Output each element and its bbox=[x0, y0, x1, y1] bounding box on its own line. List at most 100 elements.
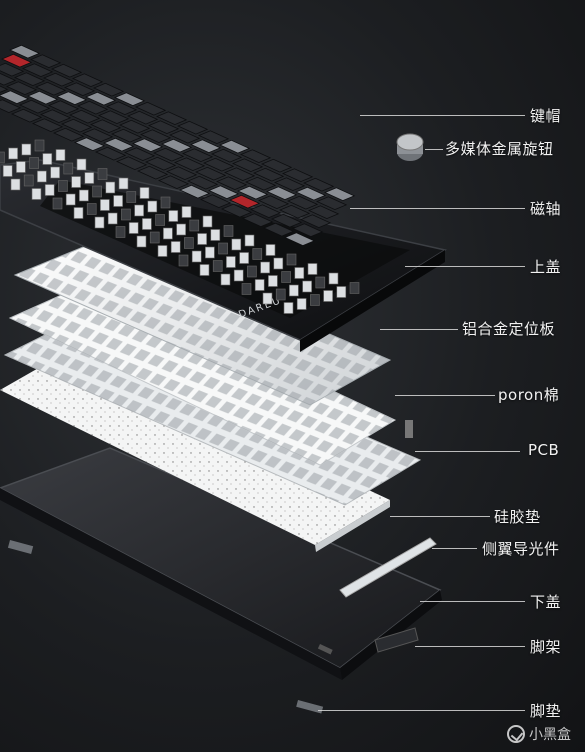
watermark-text: 小黑盒 bbox=[529, 727, 571, 743]
keycap-mark bbox=[241, 213, 274, 228]
label-switches: 磁轴 bbox=[530, 200, 562, 218]
keycap-mark bbox=[307, 205, 340, 220]
keycap-mark bbox=[228, 194, 261, 209]
keycap-mark bbox=[18, 99, 51, 114]
switch-mark bbox=[296, 298, 307, 310]
switch-mark bbox=[121, 208, 131, 221]
switch-mark bbox=[218, 242, 228, 255]
switch-mark bbox=[191, 250, 202, 263]
switch-mark bbox=[233, 269, 244, 282]
switch-mark bbox=[107, 212, 118, 225]
keycap-mark bbox=[68, 109, 101, 124]
switch-mark bbox=[294, 267, 305, 279]
leader-silicone bbox=[390, 516, 490, 517]
leader-switches bbox=[350, 208, 525, 209]
keycap-mark bbox=[223, 167, 256, 182]
keycap-mark bbox=[236, 185, 269, 200]
switch-mark bbox=[94, 216, 105, 229]
keycap-mark bbox=[0, 62, 25, 77]
label-poron: poron棉 bbox=[498, 386, 560, 404]
keycap-mark bbox=[215, 176, 248, 191]
switch-mark bbox=[126, 191, 137, 203]
keycap-mark bbox=[270, 213, 303, 228]
switch-mark bbox=[0, 151, 5, 164]
switch-mark bbox=[163, 227, 173, 240]
keycap-mark bbox=[207, 185, 240, 200]
keycap-mark bbox=[220, 203, 253, 218]
switch-mark bbox=[247, 265, 257, 278]
switch-mark bbox=[307, 263, 318, 275]
label-silicone: 硅胶垫 bbox=[494, 508, 541, 526]
keycap-mark bbox=[126, 110, 159, 125]
switch-mark bbox=[310, 294, 320, 306]
switch-mark bbox=[16, 161, 26, 173]
keycap-mark bbox=[194, 166, 227, 181]
switch-mark bbox=[147, 200, 158, 213]
switch-mark bbox=[115, 226, 126, 238]
switch-mark bbox=[283, 302, 294, 314]
switch-mark bbox=[181, 206, 192, 218]
switch-mark bbox=[197, 233, 207, 245]
leader-poron bbox=[395, 395, 495, 396]
keycap-mark bbox=[26, 90, 59, 105]
keycap-mark bbox=[178, 184, 211, 199]
keycap-mark bbox=[197, 130, 230, 145]
keycap-mark bbox=[176, 120, 209, 135]
switch-mark bbox=[241, 283, 252, 295]
keycap-mark bbox=[0, 99, 22, 114]
watermark-logo-icon bbox=[507, 725, 525, 743]
watermark: 小黑盒 bbox=[507, 724, 571, 744]
keycap-mark bbox=[168, 129, 201, 144]
switch-mark bbox=[29, 157, 39, 169]
switch-mark bbox=[336, 286, 347, 298]
switch-mark bbox=[252, 248, 263, 260]
keycap-mark bbox=[291, 223, 324, 238]
keycap-mark bbox=[47, 100, 80, 115]
switch-mark bbox=[212, 260, 223, 272]
label-light-guide: 侧翼导光件 bbox=[482, 540, 560, 558]
leader-light-guide bbox=[432, 548, 477, 549]
keycap-mark bbox=[94, 146, 127, 161]
keycap-mark bbox=[136, 165, 169, 180]
keycap-mark bbox=[0, 53, 33, 68]
switch-mark bbox=[10, 178, 21, 191]
switch-mark bbox=[100, 199, 110, 211]
switch-mark bbox=[239, 252, 249, 264]
keycap-mark bbox=[52, 127, 85, 142]
switch-mark bbox=[84, 172, 95, 184]
keycap-mark bbox=[8, 44, 41, 59]
keycap-mark bbox=[281, 168, 314, 183]
switches-group bbox=[0, 139, 360, 314]
switch-mark bbox=[97, 168, 108, 180]
switch-mark bbox=[265, 244, 276, 256]
keycap-mark bbox=[231, 158, 264, 173]
switch-mark bbox=[128, 222, 139, 234]
keycap-mark bbox=[294, 186, 327, 201]
label-top-case: 上盖 bbox=[530, 258, 562, 276]
leader-keycaps bbox=[360, 115, 525, 116]
label-stand: 脚架 bbox=[530, 638, 562, 656]
switch-mark bbox=[160, 196, 171, 209]
keycap-mark bbox=[134, 101, 167, 116]
keycap-mark bbox=[92, 82, 125, 97]
label-feet: 脚垫 bbox=[530, 702, 562, 720]
switch-mark bbox=[328, 272, 339, 285]
keycap-mark bbox=[265, 186, 298, 201]
keycap-mark bbox=[21, 63, 54, 78]
keycap-mark bbox=[260, 158, 293, 173]
keycaps-group bbox=[0, 44, 356, 247]
keycap-mark bbox=[76, 100, 109, 115]
switch-mark bbox=[23, 174, 34, 187]
keycap-mark bbox=[110, 128, 143, 143]
keycap-mark bbox=[323, 187, 356, 202]
switch-mark bbox=[268, 275, 278, 287]
keycap-mark bbox=[249, 204, 282, 219]
switch-mark bbox=[149, 231, 160, 244]
switch-mark bbox=[223, 225, 234, 237]
switch-mark bbox=[210, 229, 221, 241]
keycap-mark bbox=[0, 85, 9, 93]
switch-mark bbox=[199, 264, 210, 276]
switch-mark bbox=[226, 256, 236, 268]
switch-mark bbox=[79, 189, 89, 202]
switch-mark bbox=[139, 187, 150, 199]
